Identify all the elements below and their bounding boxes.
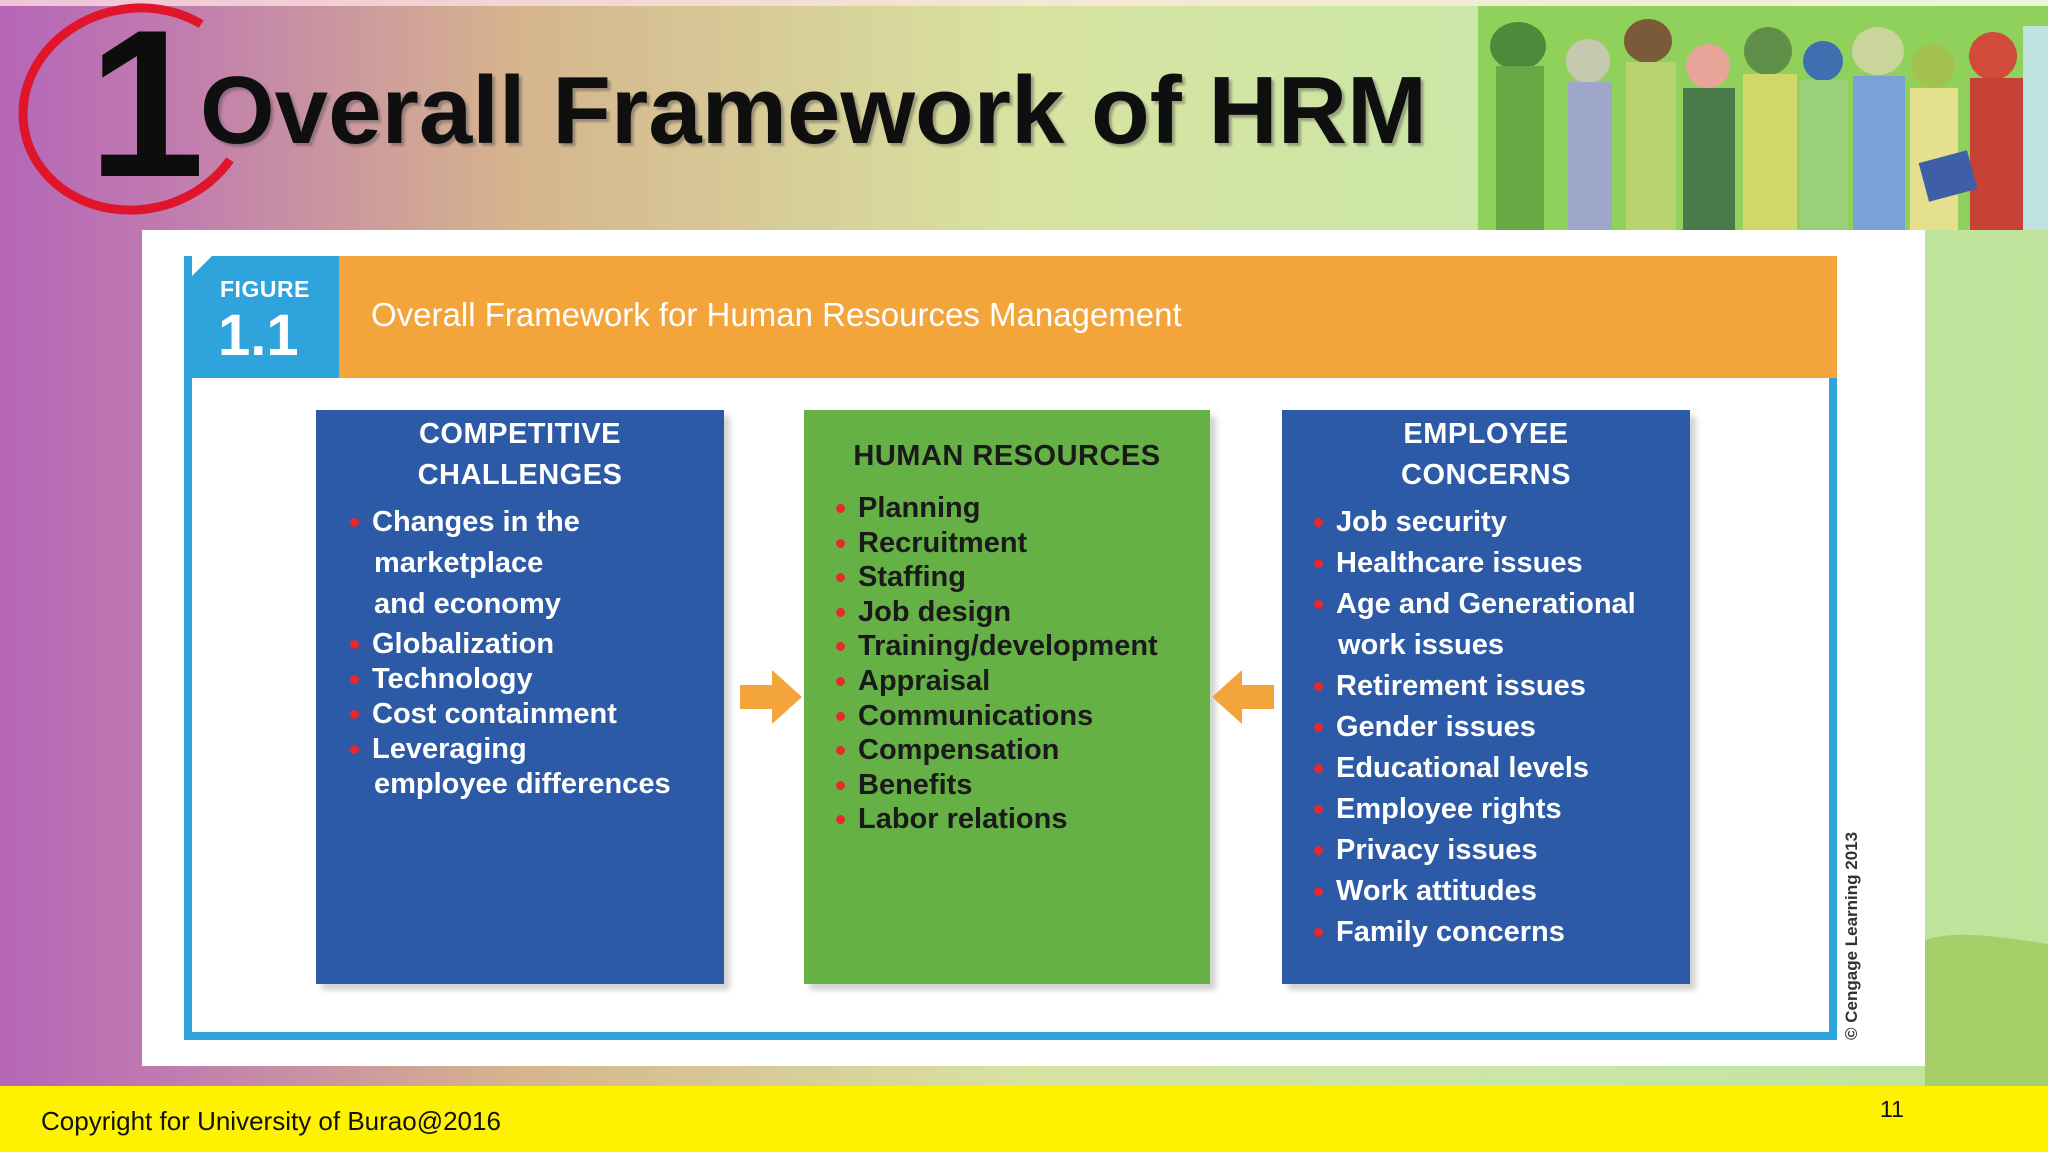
list-item: Appraisal (834, 664, 1210, 699)
list-item-text: Globalization (372, 628, 555, 660)
list-item-line: marketplace (374, 547, 544, 579)
list-item: Privacy issues (1312, 830, 1690, 871)
list-item: Retirement issues (1312, 666, 1690, 707)
list-item: Healthcare issues (1312, 543, 1690, 584)
list-item-text: Cost containment (372, 698, 617, 730)
human-resources-box: HUMAN RESOURCES Planning Recruitment Sta… (804, 410, 1210, 984)
slide-header: 1 Overall Framework of HRM (0, 0, 2048, 237)
list-item-text: Appraisal (858, 664, 991, 697)
competitive-challenges-title: COMPETITIVE CHALLENGES (316, 414, 724, 496)
list-item: Training/development (834, 629, 1210, 664)
list-item-line: employee differences (374, 768, 671, 800)
figure-number: 1.1 (218, 303, 299, 368)
list-item-line: Changes in the (372, 506, 580, 538)
list-item: Job security (1312, 502, 1690, 543)
employee-concerns-box: EMPLOYEE CONCERNS Job security Healthcar… (1282, 410, 1690, 984)
list-item-line: work issues (1338, 629, 1505, 661)
list-item: Benefits (834, 768, 1210, 803)
figure-label-tab: FIGURE 1.1 (184, 256, 339, 378)
list-item-text: Benefits (858, 768, 973, 801)
list-item-text: Employee rights (1336, 793, 1562, 825)
list-item: Communications (834, 699, 1210, 734)
list-item-line: Age and Generational (1336, 588, 1636, 620)
list-item-text: Recruitment (858, 526, 1028, 559)
list-item: Gender issues (1312, 707, 1690, 748)
arrow-right-icon (740, 670, 802, 724)
slide-number-glyph: 1 (88, 0, 205, 221)
figure-label: FIGURE (220, 276, 310, 302)
list-item-line: and economy (374, 588, 561, 620)
figure-title: Overall Framework for Human Resources Ma… (371, 296, 1182, 333)
top-strip (0, 0, 2048, 6)
footer-copyright: Copyright for University of Burao@2016 (41, 1106, 501, 1136)
page-number: 11 (1880, 1096, 1904, 1122)
list-item-text: Job security (1336, 506, 1507, 538)
arrow-left-icon (1212, 670, 1274, 724)
list-item: Staffing (834, 560, 1210, 595)
list-item-text: Staffing (858, 561, 966, 594)
list-item: Labor relations (834, 802, 1210, 837)
list-item: Leveraging employee differences (348, 732, 724, 802)
list-item-text: Work attitudes (1336, 875, 1537, 907)
list-item-text: Family concerns (1336, 916, 1565, 948)
human-resources-title: HUMAN RESOURCES (853, 440, 1161, 472)
figure-frame (184, 256, 1837, 1040)
box-title-line: EMPLOYEE (1403, 418, 1569, 450)
slide-title: Overall Framework of HRM (200, 57, 1427, 164)
list-item-text: Healthcare issues (1336, 547, 1583, 579)
list-item: Age and Generational work issues (1312, 584, 1690, 666)
list-item: Family concerns (1312, 912, 1690, 953)
box-title-line: CONCERNS (1401, 459, 1571, 491)
list-item-text: Privacy issues (1336, 834, 1538, 866)
list-item-text: Labor relations (858, 803, 1068, 836)
figure-title-banner: Overall Framework for Human Resources Ma… (339, 256, 1837, 378)
box-title-line: CHALLENGES (417, 459, 623, 491)
competitive-challenges-list: Changes in the marketplace and economy G… (316, 502, 724, 802)
list-item: Cost containment (348, 697, 724, 732)
list-item-text: Gender issues (1336, 711, 1536, 743)
footer-bar: Copyright for University of Burao@2016 (0, 1086, 2048, 1152)
list-item-text: Job design (858, 595, 1012, 628)
list-item: Job design (834, 595, 1210, 630)
list-item-text: Retirement issues (1336, 670, 1586, 702)
list-item-text: Educational levels (1336, 752, 1590, 784)
list-item-text: Compensation (858, 734, 1060, 767)
list-item-text: Technology (372, 663, 533, 695)
list-item: Changes in the marketplace and economy (348, 502, 724, 625)
figure-credit: © Cengage Learning 2013 (1842, 831, 1861, 1040)
crowd-illustration (1478, 6, 2048, 230)
human-resources-list: Planning Recruitment Staffing Job design… (804, 491, 1210, 837)
list-item-text: Communications (858, 699, 1094, 732)
box-title-line: COMPETITIVE (418, 418, 622, 450)
list-item: Globalization (348, 627, 724, 662)
list-item: Work attitudes (1312, 871, 1690, 912)
list-item: Technology (348, 662, 724, 697)
list-item: Planning (834, 491, 1210, 526)
competitive-challenges-box: COMPETITIVE CHALLENGES Changes in the ma… (316, 410, 724, 984)
list-item: Employee rights (1312, 789, 1690, 830)
list-item: Compensation (834, 733, 1210, 768)
list-item-line: Leveraging (372, 733, 527, 765)
green-wave-decoration (1925, 934, 2048, 1090)
list-item: Educational levels (1312, 748, 1690, 789)
list-item-text: Planning (858, 492, 981, 524)
employee-concerns-title: EMPLOYEE CONCERNS (1282, 414, 1690, 496)
list-item-text: Training/development (858, 630, 1158, 663)
list-item: Recruitment (834, 526, 1210, 561)
employee-concerns-list: Job security Healthcare issues Age and G… (1282, 502, 1690, 953)
